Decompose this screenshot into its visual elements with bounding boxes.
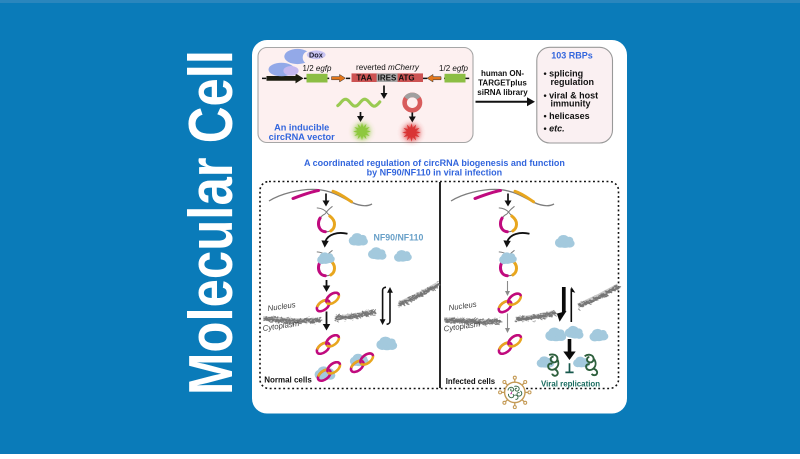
svg-text:An inducible: An inducible [274,123,329,133]
svg-text:Nucleus: Nucleus [448,300,477,313]
svg-text:IRES: IRES [378,74,397,83]
svg-text:Infected cells: Infected cells [446,377,496,386]
svg-text:Viral replication: Viral replication [541,379,600,388]
svg-text:1/2 egfp: 1/2 egfp [303,64,332,73]
svg-text:TARGETplus: TARGETplus [478,78,527,87]
svg-text:human ON-: human ON- [481,69,524,78]
svg-text:Normal cells: Normal cells [264,375,312,384]
svg-text:siRNA library: siRNA library [477,88,528,97]
svg-text:reverted mCherry: reverted mCherry [356,63,420,72]
svg-text:1/2 egfp: 1/2 egfp [439,64,468,73]
svg-text:• viral & host: • viral & host [544,90,599,100]
svg-text:immunity: immunity [551,99,591,109]
svg-text:A coordinated regulation of ci: A coordinated regulation of circRNA biog… [304,158,565,168]
svg-text:Nucleus: Nucleus [267,300,296,313]
svg-text:• helicases: • helicases [544,111,590,121]
svg-text:by NF90/NF110 in viral infecti: by NF90/NF110 in viral infection [367,168,503,178]
svg-text:Molecular Cell: Molecular Cell [177,50,246,395]
svg-text:NF90/NF110: NF90/NF110 [374,233,424,243]
svg-text:circRNA vector: circRNA vector [269,132,335,142]
svg-text:• splicing: • splicing [544,69,584,79]
svg-text:103 RBPs: 103 RBPs [551,51,593,61]
svg-text:ATG: ATG [398,74,414,83]
svg-text:Dox: Dox [309,50,323,59]
svg-text:regulation: regulation [551,77,595,87]
svg-text:• etc.: • etc. [544,124,565,134]
svg-text:TAA: TAA [356,74,372,83]
